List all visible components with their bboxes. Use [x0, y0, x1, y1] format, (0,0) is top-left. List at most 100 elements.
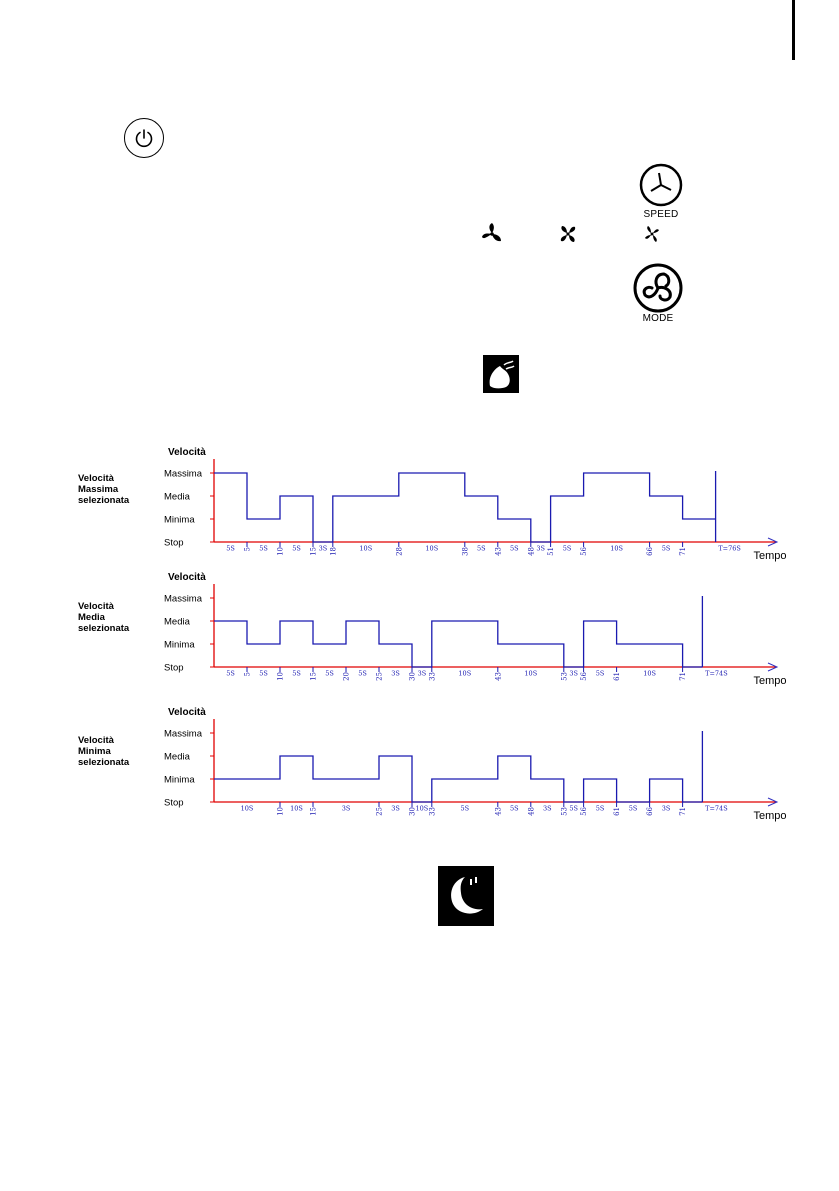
- duration-label: 5S: [569, 805, 578, 813]
- y-tick-label: Stop: [164, 663, 184, 674]
- x-tick-label: 71: [679, 547, 687, 556]
- x-tick-label: 71: [679, 672, 687, 681]
- duration-label: 10S: [458, 670, 471, 678]
- fan-three-blade-icon: [639, 163, 683, 207]
- x-tick-label: 51: [547, 547, 555, 556]
- duration-label: 5S: [629, 805, 638, 813]
- speed-series-line: [214, 755, 703, 803]
- x-axis-label: Tempo: [753, 675, 786, 687]
- selection-label-line1: Velocità: [78, 735, 114, 746]
- selection-label-line1: Velocità: [78, 473, 114, 484]
- duration-label: 5S: [226, 545, 235, 553]
- natural-wind-tile: [483, 355, 519, 393]
- selection-label-line2: Massima: [78, 484, 119, 495]
- y-tick-label: Minima: [164, 515, 195, 526]
- selection-label-line3: selezionata: [78, 757, 130, 768]
- x-tick-label: 53: [560, 807, 568, 816]
- x-tick-label: 33: [428, 807, 436, 816]
- natural-wind-icon: [489, 360, 515, 389]
- x-tick-label: 56: [580, 546, 588, 555]
- duration-label: 10S: [241, 805, 254, 813]
- duration-label: 5S: [510, 805, 519, 813]
- selection-label-line1: Velocità: [78, 601, 114, 612]
- duration-label: 10S: [359, 545, 372, 553]
- y-tick-label: Massima: [164, 594, 203, 605]
- y-axis-label: Velocità: [168, 447, 206, 458]
- duration-label: 5S: [292, 670, 301, 678]
- mode-button[interactable]: MODE: [632, 262, 688, 324]
- x-tick-label: 15: [310, 807, 318, 816]
- duration-label: 10S: [643, 670, 656, 678]
- x-tick-label: 25: [376, 672, 384, 681]
- sleep-tile: [438, 866, 494, 926]
- duration-label: 5S: [596, 805, 605, 813]
- y-axis-label: Velocità: [168, 707, 206, 718]
- x-tick-label: 43: [494, 807, 502, 816]
- x-tick-label: 20: [343, 672, 351, 681]
- x-tick-label: 10: [277, 672, 285, 681]
- selection-label-line3: selezionata: [78, 495, 130, 506]
- x-tick-label: 53: [560, 672, 568, 681]
- selection-label-line3: selezionata: [78, 623, 130, 634]
- power-button[interactable]: [124, 118, 164, 158]
- x-tick-label: 28: [395, 547, 403, 556]
- y-tick-label: Media: [164, 752, 191, 763]
- duration-label: 3S: [418, 670, 427, 678]
- duration-label: 3S: [391, 670, 400, 678]
- duration-label: 3S: [569, 670, 578, 678]
- x-tick-label: 5: [244, 547, 252, 551]
- total-cycle-label: T=76S: [718, 545, 741, 553]
- x-tick-label: 5: [244, 672, 252, 676]
- x-tick-label: 56: [580, 671, 588, 680]
- y-tick-label: Media: [164, 617, 191, 628]
- x-tick-label: 56: [580, 806, 588, 815]
- y-axis-label: Velocità: [168, 572, 206, 583]
- power-icon: [135, 129, 153, 148]
- duration-label: 3S: [342, 805, 351, 813]
- x-axis-arrow: [767, 537, 779, 547]
- y-tick-label: Stop: [164, 798, 184, 809]
- total-cycle-label: T=74S: [705, 670, 728, 678]
- speed-button[interactable]: SPEED: [638, 162, 691, 220]
- x-axis-label: Tempo: [753, 810, 786, 822]
- duration-label: 5S: [226, 670, 235, 678]
- x-tick-label: 61: [613, 672, 621, 681]
- x-tick-label: 43: [494, 547, 502, 556]
- selection-label-line2: Minima: [78, 746, 111, 757]
- x-tick-label: 48: [527, 547, 535, 556]
- speed-series-line: [214, 472, 716, 543]
- mode-label: MODE: [642, 313, 674, 324]
- duration-label: 5S: [259, 670, 268, 678]
- speed-label: SPEED: [643, 209, 679, 220]
- x-tick-label: 18: [329, 547, 337, 556]
- duration-label: 3S: [391, 805, 400, 813]
- x-tick-label: 71: [679, 807, 687, 816]
- x-tick-label: 43: [494, 672, 502, 681]
- speed-series-line: [214, 620, 703, 668]
- y-tick-label: Massima: [164, 729, 203, 740]
- duration-label: 5S: [292, 545, 301, 553]
- selection-label-line2: Media: [78, 612, 105, 623]
- x-tick-label: 10: [277, 807, 285, 816]
- x-tick-label: 66: [646, 546, 654, 555]
- duration-label: 5S: [259, 545, 268, 553]
- y-tick-label: Massima: [164, 469, 203, 480]
- x-tick-label: 15: [310, 672, 318, 681]
- x-tick-label: 30: [409, 807, 417, 816]
- x-axis-label: Tempo: [753, 550, 786, 562]
- y-tick-label: Minima: [164, 775, 195, 786]
- x-axis-arrow: [767, 797, 779, 807]
- swirl-icon: [633, 263, 683, 313]
- y-tick-label: Media: [164, 492, 191, 503]
- fan-medium-icon: [560, 226, 576, 242]
- y-tick-label: Stop: [164, 538, 184, 549]
- x-tick-label: 33: [428, 672, 436, 681]
- x-tick-label: 61: [613, 807, 621, 816]
- duration-label: 10S: [610, 545, 623, 553]
- duration-label: 3S: [543, 805, 552, 813]
